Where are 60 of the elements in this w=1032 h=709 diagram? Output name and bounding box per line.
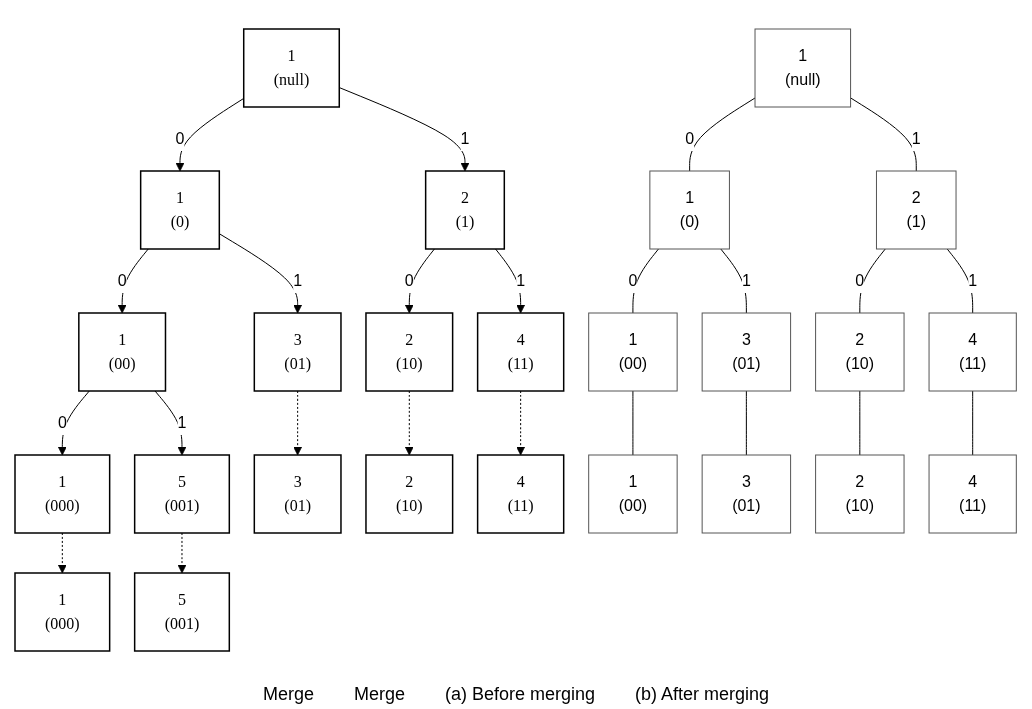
arrow [118, 248, 150, 314]
connector [746, 390, 748, 456]
node-box: 3 (01) [702, 312, 792, 392]
edge-label: 1 [516, 272, 526, 289]
connector [689, 97, 756, 172]
note-text: Merge [262, 684, 314, 705]
edge-label: 0 [118, 272, 127, 289]
note-text: (b) After merging [635, 684, 770, 705]
node-box: 3 (01) [702, 454, 792, 534]
note-text: Merge [353, 684, 405, 705]
node-box: 1 (null) [754, 28, 852, 108]
node-box: 1 (null) [243, 28, 341, 108]
edge-label: 1 [177, 414, 187, 431]
node-box: 1 (0) [649, 170, 731, 250]
connector [632, 248, 660, 314]
edge-label: 1 [968, 272, 978, 289]
connector [947, 248, 974, 314]
node-box: 1 (00) [78, 312, 167, 392]
node-box: 5 (001) [134, 454, 231, 534]
node-box: 4 (11) [477, 312, 565, 392]
edge-label: 0 [405, 272, 415, 289]
connector [720, 248, 748, 314]
node-box: 1 (000) [14, 572, 111, 652]
node-box: 4 (11) [928, 454, 1018, 534]
edge-label: 1 [460, 130, 470, 147]
edge-label: 0 [175, 130, 185, 147]
node-box: 3 (01) [253, 454, 343, 534]
arrow [339, 87, 470, 172]
node-box: 2 (10) [365, 312, 454, 392]
note-text: (a) Before merging [444, 684, 596, 705]
connector [972, 390, 974, 456]
edge-label: 1 [912, 130, 922, 147]
edge-label: 0 [58, 414, 68, 431]
node-box: 2 (1) [425, 170, 506, 250]
arrow [405, 248, 436, 314]
node-box: 1 (00) [588, 454, 678, 534]
edge-label: 1 [293, 272, 303, 289]
edge-label: 1 [742, 272, 752, 289]
node-box: 1 (000) [14, 454, 111, 534]
node-box: 1 (0) [140, 170, 221, 250]
arrow [219, 233, 303, 314]
arrow [58, 390, 91, 456]
connector [859, 248, 887, 314]
arrow [175, 97, 245, 172]
edge-label: 0 [685, 130, 695, 147]
node-box: 2 (1) [876, 170, 957, 250]
node-box: 4 (11) [928, 312, 1018, 392]
arrow [154, 390, 187, 456]
node-box: 5 (001) [134, 572, 231, 652]
node-box: 2 (10) [815, 312, 905, 392]
node-box: 3 (01) [253, 312, 343, 392]
edge-label: 0 [855, 272, 865, 289]
connector [859, 390, 861, 456]
arrow [495, 248, 526, 314]
node-box: 2 (10) [815, 454, 905, 534]
node-box: 2 (10) [365, 454, 454, 534]
node-box: 4 (11) [477, 454, 565, 534]
edge-label: 0 [628, 272, 638, 289]
node-box: 1 (00) [588, 312, 678, 392]
connector [850, 97, 918, 172]
